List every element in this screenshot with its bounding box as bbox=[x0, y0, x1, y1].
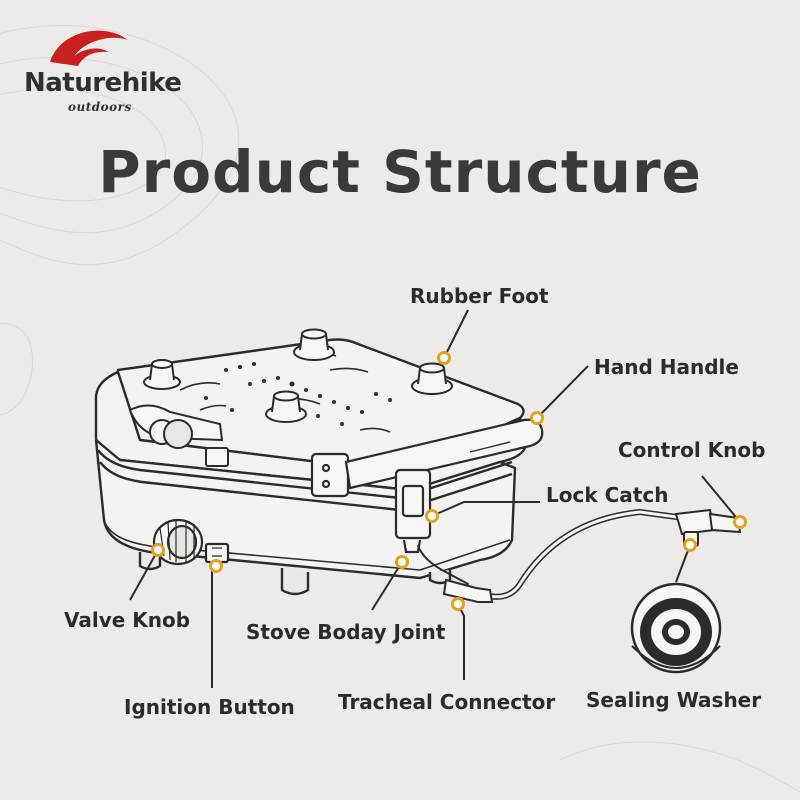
label-tracheal-connector: Tracheal Connector bbox=[338, 690, 556, 714]
label-rubber-foot: Rubber Foot bbox=[410, 284, 549, 308]
topo-background bbox=[0, 25, 800, 793]
brand-logo-icon bbox=[50, 30, 128, 66]
control-knob-drawing bbox=[674, 508, 742, 547]
label-lock-catch: Lock Catch bbox=[546, 483, 669, 507]
sealing-washer-drawing bbox=[630, 582, 722, 674]
gas-hose-drawing bbox=[417, 508, 687, 600]
callout-markers bbox=[151, 351, 747, 611]
side-bracket-drawing bbox=[128, 404, 229, 467]
label-ignition-button: Ignition Button bbox=[124, 695, 295, 719]
label-stove-body-joint: Stove Boday Joint bbox=[246, 620, 446, 644]
ignition-button-drawing bbox=[204, 542, 230, 564]
page-title: Product Structure bbox=[98, 138, 702, 206]
rubber-feet-drawing bbox=[143, 328, 453, 423]
label-control-knob: Control Knob bbox=[618, 438, 766, 462]
label-valve-knob: Valve Knob bbox=[64, 608, 191, 632]
brand-tagline: outdoors bbox=[68, 100, 132, 114]
brand-name: Naturehike bbox=[24, 68, 182, 98]
lid-vent-holes bbox=[204, 362, 392, 426]
valve-knob-drawing bbox=[152, 518, 204, 566]
lock-catch-drawing bbox=[394, 468, 432, 554]
label-hand-handle: Hand Handle bbox=[594, 355, 739, 379]
tracheal-connector-drawing bbox=[442, 578, 494, 603]
label-sealing-washer: Sealing Washer bbox=[586, 688, 762, 712]
